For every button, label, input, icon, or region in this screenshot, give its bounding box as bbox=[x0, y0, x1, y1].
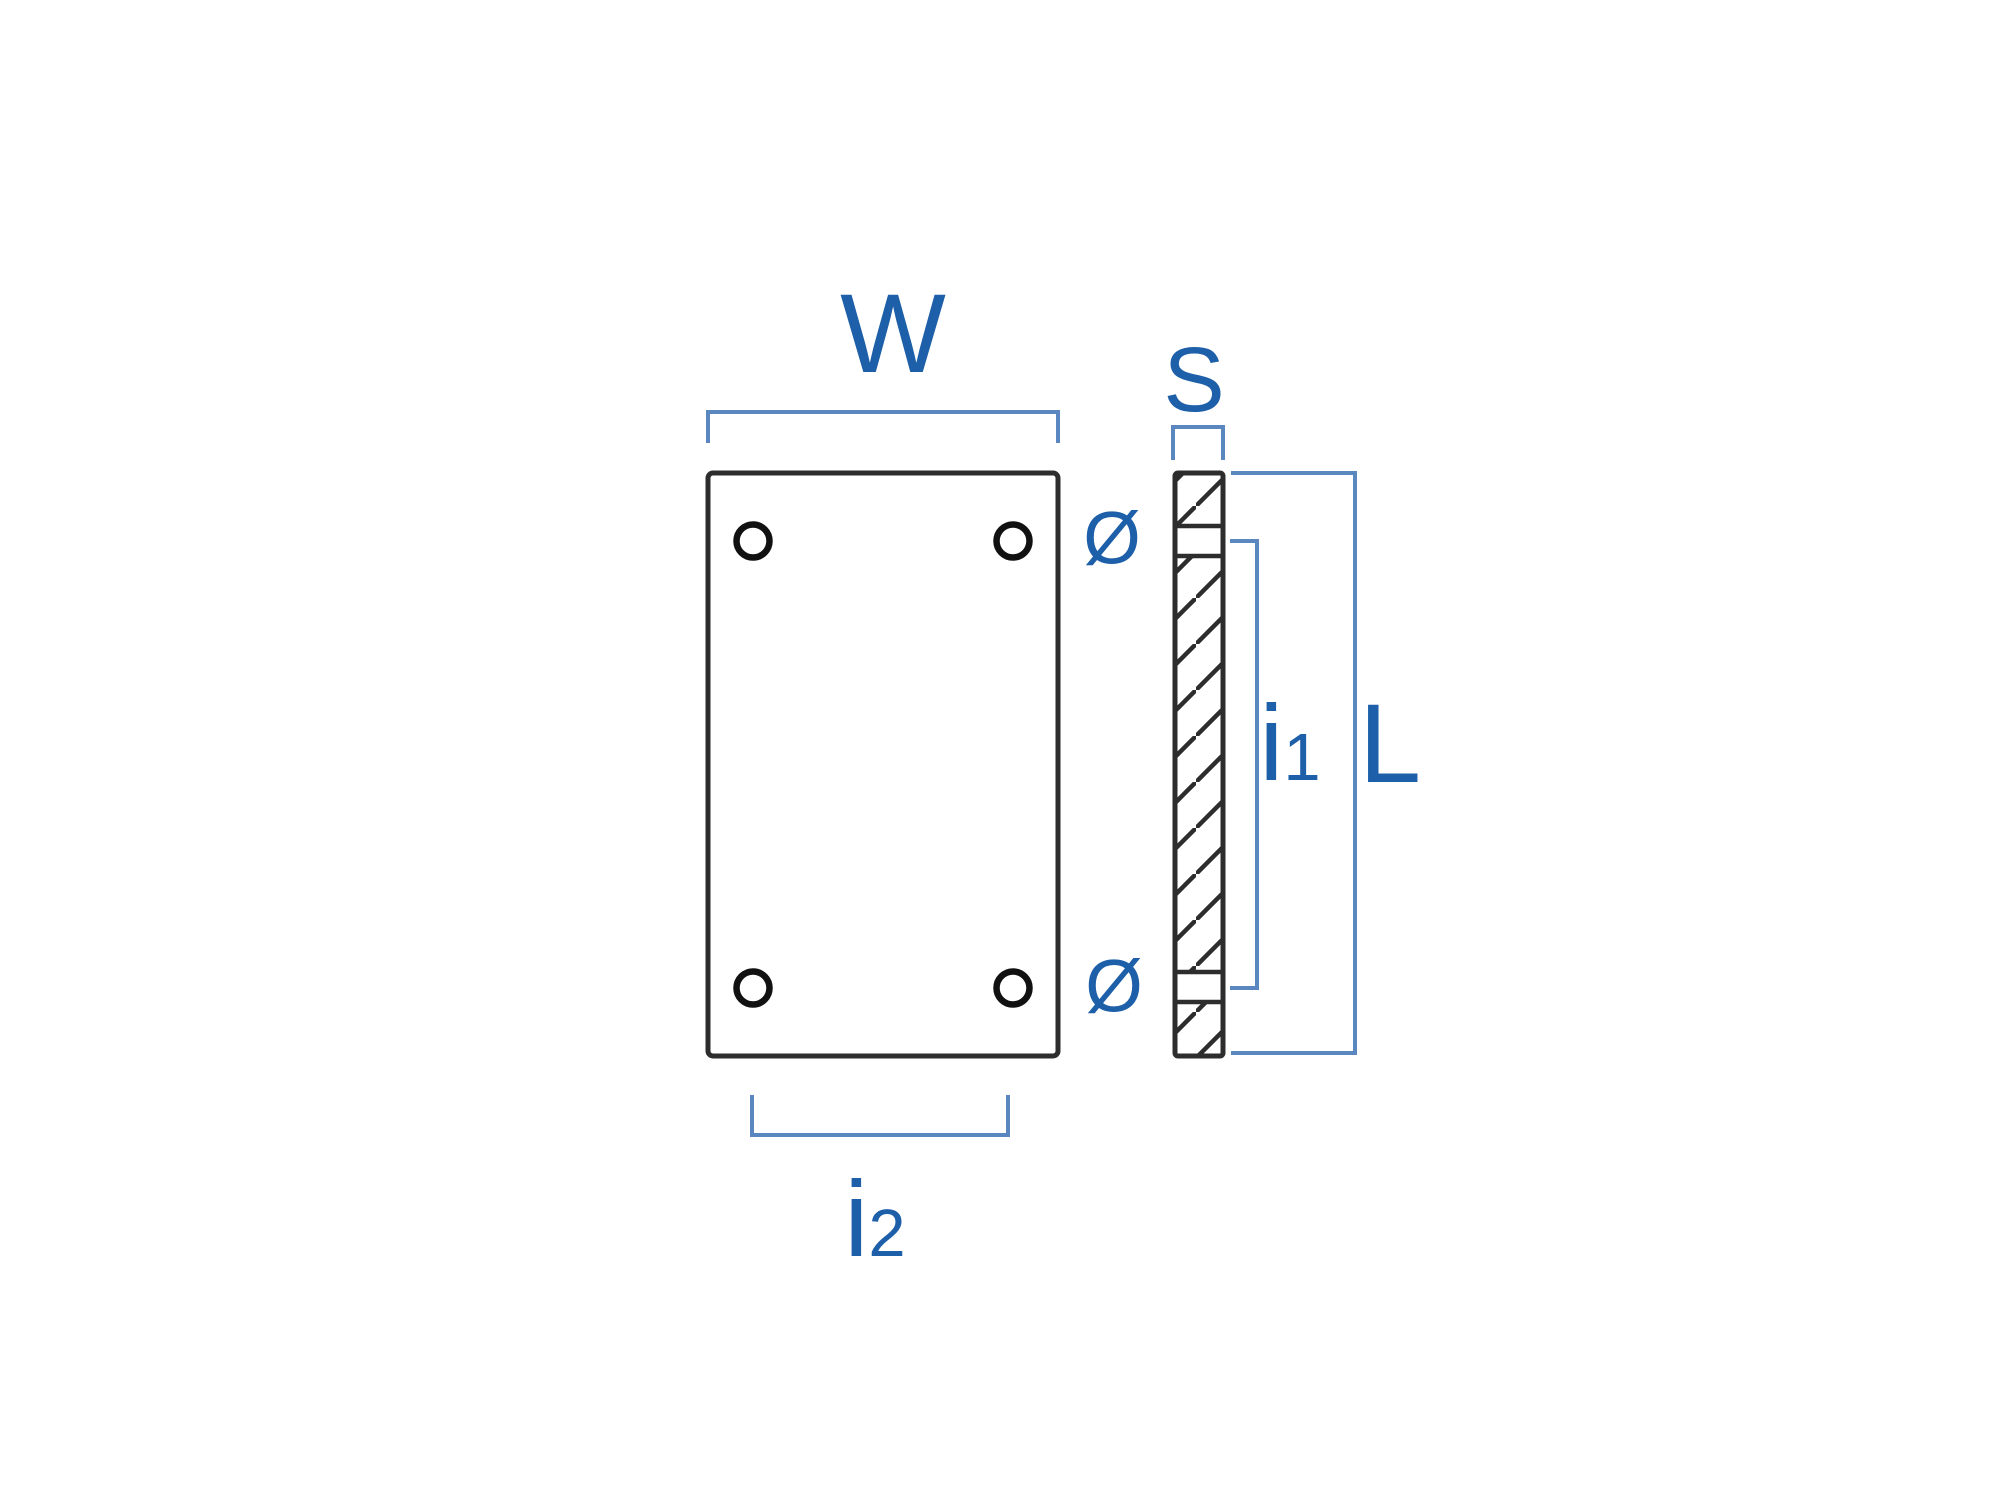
hole-top-right bbox=[993, 521, 1033, 561]
i2-label-subscript: 2 bbox=[868, 1195, 906, 1271]
hole-spacing-horizontal-label: i2 bbox=[844, 1164, 906, 1273]
section-hatch-bottom bbox=[1175, 1002, 1223, 1056]
thickness-dimension-label: S bbox=[1163, 329, 1225, 432]
section-outline bbox=[1172, 470, 1226, 1059]
width-dimension-bracket bbox=[706, 410, 1060, 443]
hole-spacing-vertical-bracket bbox=[1230, 539, 1259, 990]
hole-diameter-label-top: Ø bbox=[1083, 496, 1141, 580]
side-view-section bbox=[1172, 470, 1226, 1059]
front-view-plate bbox=[705, 470, 1061, 1059]
section-hatch-top bbox=[1175, 473, 1223, 526]
length-dimension-label: L bbox=[1358, 680, 1422, 806]
hole-spacing-vertical-label: i1 bbox=[1259, 688, 1321, 797]
thickness-dimension-bracket bbox=[1171, 425, 1225, 460]
front-view bbox=[705, 470, 1061, 1059]
i1-label-base: i bbox=[1259, 681, 1284, 803]
i1-label-subscript: 1 bbox=[1283, 719, 1321, 795]
length-dimension-bracket bbox=[1231, 471, 1357, 1055]
width-dimension-label: W bbox=[840, 270, 946, 396]
hole-bottom-left bbox=[733, 968, 773, 1008]
hole-bottom-right bbox=[993, 968, 1033, 1008]
hole-top-left bbox=[733, 521, 773, 561]
hole-spacing-horizontal-bracket bbox=[750, 1095, 1010, 1137]
i2-label-base: i bbox=[844, 1157, 869, 1279]
hole-diameter-label-bottom: Ø bbox=[1085, 944, 1143, 1028]
section-hatch-middle bbox=[1175, 556, 1223, 972]
